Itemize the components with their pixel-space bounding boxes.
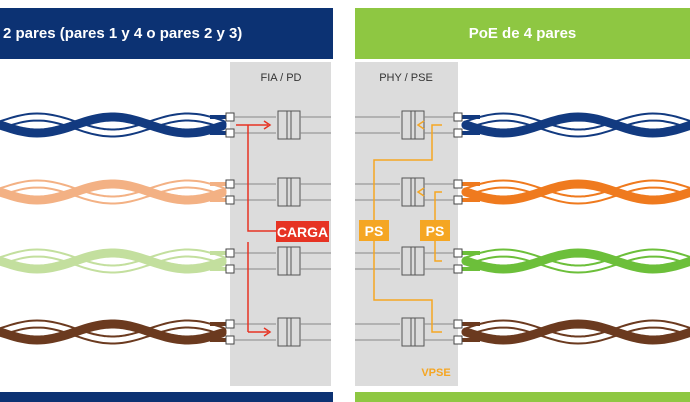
power-source-box-a: PS	[359, 220, 389, 241]
left-transformer-1-coil	[277, 110, 301, 140]
right-transformer-1-coil	[401, 110, 425, 140]
right-pair-3-solid	[461, 248, 690, 274]
footer-bar-left	[0, 392, 333, 402]
left-pair-2-solid	[0, 179, 227, 205]
left-pair-3-solid	[0, 248, 227, 274]
right-pair-4-solid	[461, 319, 690, 345]
right-terminal-top-4	[453, 319, 463, 329]
right-terminal-top-3	[453, 248, 463, 258]
left-pair-3-stripe-white	[0, 250, 225, 272]
right-pair-1-stripe-white	[463, 114, 690, 136]
left-terminal-bot-2	[225, 195, 235, 205]
left-pair-1-stripe-white	[0, 114, 225, 136]
right-terminal-top-2	[453, 179, 463, 189]
left-transformer-2-coil	[277, 177, 301, 207]
left-pair-4-stripe-white	[0, 321, 225, 343]
ps-arrow-1	[416, 120, 425, 130]
right-terminal-bot-1	[453, 128, 463, 138]
load-box: CARGA	[276, 221, 329, 242]
right-transformer-2-coil	[401, 177, 425, 207]
left-pair-2-stripe-white	[0, 181, 225, 203]
left-terminal-bot-4	[225, 335, 235, 345]
right-terminal-bot-4	[453, 335, 463, 345]
right-transformer-4-coil	[401, 317, 425, 347]
left-terminal-top-2	[225, 179, 235, 189]
label-phy-pse: PHY / PSE	[379, 72, 433, 84]
left-terminal-top-4	[225, 319, 235, 329]
left-pair-1-solid	[0, 112, 227, 138]
right-pair-2-solid	[461, 179, 690, 205]
left-transformer-3-coil	[277, 246, 301, 276]
vpse-label: VPSE	[421, 367, 451, 379]
right-terminal-bot-3	[453, 264, 463, 274]
ps-a-wire-top	[373, 124, 442, 220]
load-arrow-bottom	[263, 327, 272, 337]
right-transformer-3-coil	[401, 246, 425, 276]
ps-b-wire-bottom	[434, 241, 442, 262]
label-fia-pd: FIA / PD	[260, 72, 302, 84]
left-terminal-bot-1	[225, 128, 235, 138]
left-terminal-bot-3	[225, 264, 235, 274]
right-pair-3-stripe-white	[463, 250, 690, 272]
left-terminal-top-3	[225, 248, 235, 258]
right-pair-1-solid	[461, 112, 690, 138]
footer-bar-right	[355, 392, 690, 402]
ps-a-wire-bottom	[373, 241, 442, 333]
right-pair-2-stripe-white	[463, 181, 690, 203]
load-arrow-top	[263, 120, 272, 130]
left-pair-4-solid	[0, 319, 227, 345]
load-wire-upper	[247, 125, 276, 232]
right-pair-4-stripe-white	[463, 321, 690, 343]
ps-b-wire-top	[434, 191, 442, 220]
right-terminal-bot-2	[453, 195, 463, 205]
right-terminal-top-1	[453, 112, 463, 122]
ps-arrow-2	[416, 187, 425, 197]
power-source-box-b: PS	[420, 220, 450, 241]
header-four-pair: PoE de 4 pares	[355, 8, 690, 59]
header-two-pair: 2 pares (pares 1 y 4 o pares 2 y 3)	[0, 8, 333, 59]
left-terminal-top-1	[225, 112, 235, 122]
left-transformer-4-coil	[277, 317, 301, 347]
